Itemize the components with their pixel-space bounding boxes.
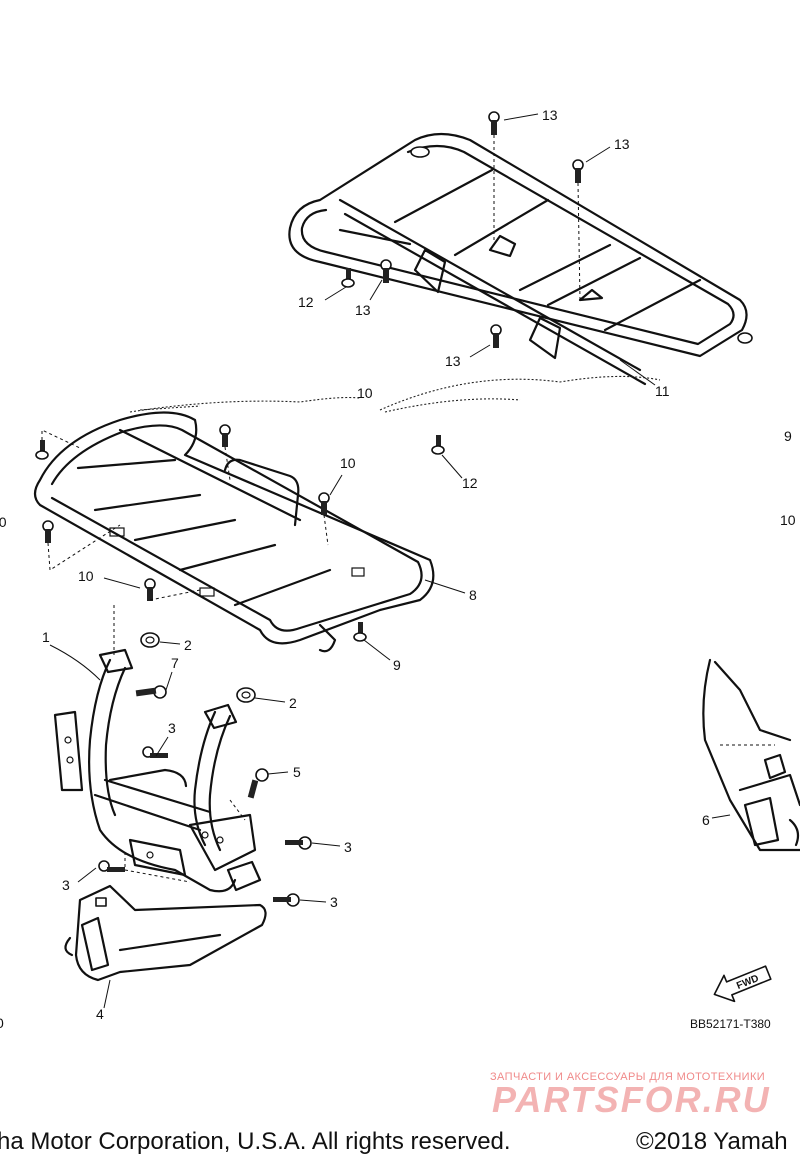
watermark-tagline: ЗАПЧАСТИ И АКСЕССУАРЫ ДЛЯ МОТОТЕХНИКИ <box>490 1071 766 1083</box>
bolt-13c <box>380 259 392 283</box>
callout-12: 12 <box>462 475 478 491</box>
callout-8: 8 <box>469 587 477 603</box>
callout-edge: 0 <box>0 1015 4 1031</box>
callout-10-partial: 10 <box>0 514 7 530</box>
bolt-3b <box>285 836 312 850</box>
assembly-lines <box>41 135 581 883</box>
callout-13: 13 <box>542 107 558 123</box>
right-guard-6 <box>702 658 800 852</box>
bolt-13d <box>490 324 502 348</box>
bolt-10b <box>318 492 330 515</box>
grommet-2b <box>236 687 256 703</box>
callout-10: 10 <box>780 512 796 528</box>
callout-13: 13 <box>614 136 630 152</box>
grommet-2a <box>140 632 160 648</box>
bolt-3d <box>273 893 300 907</box>
callout-10: 10 <box>357 385 373 401</box>
copyright-left: ha Motor Corporation, U.S.A. All rights … <box>0 1128 511 1155</box>
copyright-right: ©2018 Yamah <box>636 1128 788 1155</box>
callout-3: 3 <box>62 877 70 893</box>
bolt-12a <box>341 268 355 288</box>
bolt-12b <box>431 435 445 455</box>
bolt-10d <box>144 578 156 601</box>
bolt-5 <box>247 768 269 799</box>
front-bracket-1 <box>53 648 262 893</box>
bolt-13b <box>572 159 584 183</box>
bolt-9a <box>35 440 49 460</box>
fwd-arrow: FWD <box>713 965 772 1003</box>
scan-noise <box>129 375 661 413</box>
callout-6: 6 <box>702 812 710 828</box>
bolt-13a <box>488 111 500 135</box>
callout-3: 3 <box>344 839 352 855</box>
callout-labels: 13 13 13 12 13 11 10 12 10 10 8 9 1 2 7 … <box>0 107 796 1031</box>
callout-11: 11 <box>655 383 670 399</box>
bolt-10a <box>219 424 231 447</box>
bolt-9b <box>353 622 367 642</box>
callout-13: 13 <box>355 302 371 318</box>
callout-9: 9 <box>784 428 792 444</box>
callout-10: 10 <box>340 455 356 471</box>
diagram-code: BB52171-T380 <box>690 1017 771 1031</box>
front-guard-4 <box>64 884 267 982</box>
callout-4: 4 <box>96 1006 104 1022</box>
bolt-7 <box>135 685 167 699</box>
watermark-logo: PARTSFOR.RU <box>492 1080 771 1120</box>
bolt-10c <box>42 520 54 543</box>
callout-5: 5 <box>293 764 301 780</box>
callout-2: 2 <box>289 695 297 711</box>
callout-1: 1 <box>42 629 50 645</box>
callout-12: 12 <box>298 294 314 310</box>
leaders <box>49 113 731 1009</box>
callout-3: 3 <box>330 894 338 910</box>
fasteners <box>35 111 584 907</box>
bolt-3a <box>142 746 168 758</box>
callout-13: 13 <box>445 353 461 369</box>
callout-10: 10 <box>78 568 94 584</box>
bolt-3c <box>98 860 125 872</box>
front-carrier-8 <box>33 411 435 653</box>
callout-3: 3 <box>168 720 176 736</box>
callout-2: 2 <box>184 637 192 653</box>
rear-carrier-11 <box>288 132 753 386</box>
callout-9: 9 <box>393 657 401 673</box>
callout-7: 7 <box>171 655 179 671</box>
